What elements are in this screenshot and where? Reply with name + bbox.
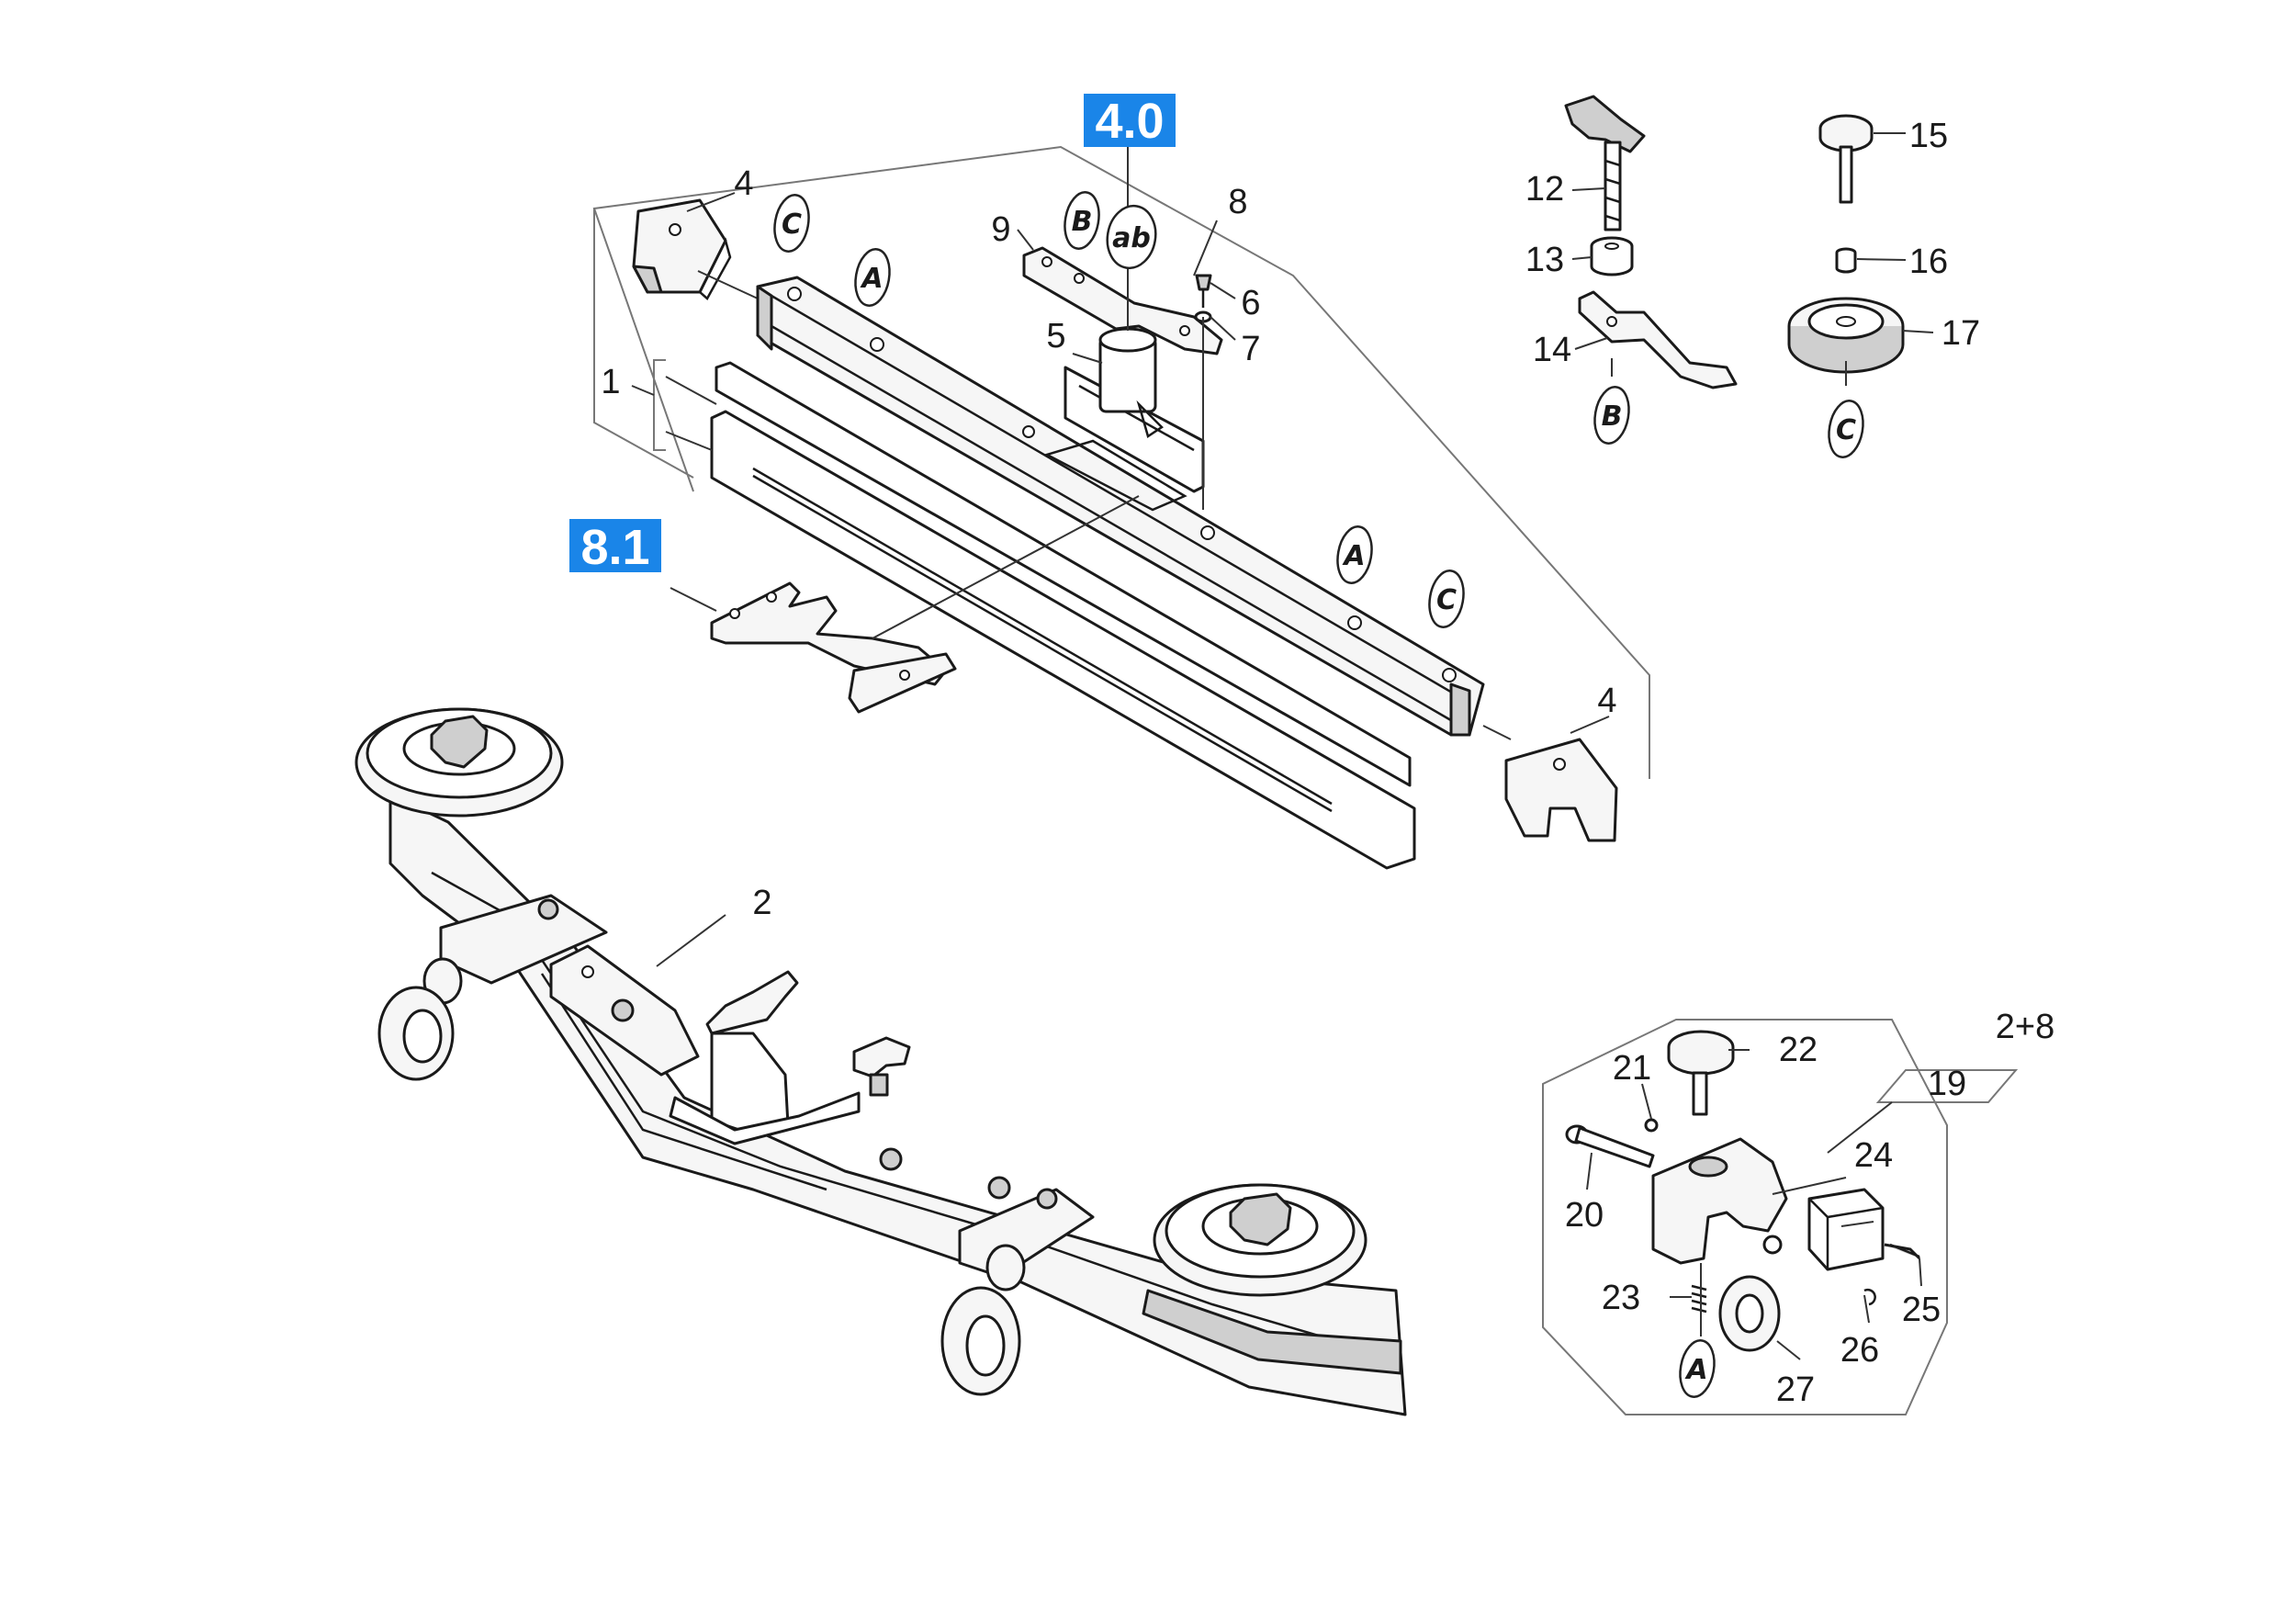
bracket-8-1 [710,581,957,714]
wing-nut [852,1036,911,1097]
reference-c: C [1428,570,1465,628]
svg-text:C: C [1436,584,1457,616]
reference-a: A [1336,525,1373,584]
svg-text:C: C [782,209,802,241]
end-cap-left [632,198,732,300]
assembly-group-outline-left [593,209,694,479]
svg-text:B: B [1602,400,1623,433]
callout-19: 19 [1928,1065,1966,1103]
svg-text:ab: ab [1112,222,1151,254]
callout-14: 14 [1533,331,1571,369]
end-cap-right [1504,738,1618,842]
reference-c: C [1828,400,1864,458]
frame-nut [611,998,635,1022]
callout-15: 15 [1909,117,1948,155]
hose-elbow [669,970,861,1145]
wheel-left [355,707,564,818]
svg-text:C: C [1836,414,1856,446]
svg-text:A: A [1684,1354,1707,1386]
reference-a: A [854,248,891,307]
x-axis-marker [1875,1069,2019,1103]
callout-21: 21 [1613,1049,1651,1088]
callout-24: 24 [1854,1136,1893,1175]
assembly-group-outline [592,145,1650,779]
section-badge-8-1[interactable]: 8.1 [569,519,661,575]
holding-bracket [1578,290,1738,389]
caster-left [377,894,608,1081]
svg-text:A: A [1342,540,1365,572]
frame-nut [987,1176,1011,1200]
reference-c: C [773,194,810,253]
callout-1: 1 [601,363,620,401]
squeegee-clamp [1651,1137,1788,1265]
callout-2: 2 [752,884,771,922]
reference-b: B [1593,386,1630,445]
cube-24 [1807,1188,1885,1271]
section-badge-4-0[interactable]: 4.0 [1084,94,1176,149]
callout-4: 4 [1597,682,1616,720]
callout-27: 27 [1776,1370,1815,1409]
blade-bracket-line [653,359,666,451]
reference-b: B [1064,191,1100,250]
clip-26 [1863,1288,1876,1306]
callout-16: 16 [1909,242,1948,281]
svg-text:B: B [1072,206,1093,238]
detail-group-outline [1542,1019,1948,1415]
callout-23: 23 [1602,1279,1640,1317]
svg-text:4.0: 4.0 [1095,94,1164,149]
squeegee-frame [388,793,1407,1416]
callout-12: 12 [1525,170,1564,209]
callout-5: 5 [1046,317,1065,355]
callout-22: 22 [1779,1031,1818,1069]
callout-26: 26 [1840,1331,1879,1370]
frame-nut [879,1147,903,1171]
callout-8: 8 [1228,183,1247,221]
screw-25 [1884,1243,1921,1260]
spacer-sleeve [1590,236,1634,276]
spring-23 [1691,1284,1707,1314]
knob-22 [1667,1030,1735,1116]
callout-6: 6 [1241,284,1260,322]
svg-text:A: A [860,263,883,295]
roller-27 [1718,1275,1781,1352]
reference-a: A [1679,1339,1716,1398]
callout-9: 9 [991,210,1010,249]
callout-7: 7 [1241,330,1260,368]
svg-text:8.1: 8.1 [580,520,649,575]
reference-ab: ab [1106,204,1157,270]
callout-20: 20 [1565,1196,1604,1235]
callout-4: 4 [734,164,753,203]
pin-20 [1565,1124,1655,1168]
callout-13: 13 [1525,241,1564,279]
wheel-right [1153,1183,1367,1297]
squeegee-blades [710,361,1416,870]
screw [1195,274,1212,308]
callout-2-plus-8: 2+8 [1996,1008,2054,1046]
callout-17: 17 [1941,314,1980,353]
mounting-plate [1022,246,1223,355]
wing-bolt [1564,95,1646,231]
ring-21 [1644,1118,1659,1133]
caster-right [940,1188,1095,1396]
spacer-small [1835,247,1857,274]
star-knob [1818,114,1874,204]
callout-25: 25 [1902,1291,1941,1329]
